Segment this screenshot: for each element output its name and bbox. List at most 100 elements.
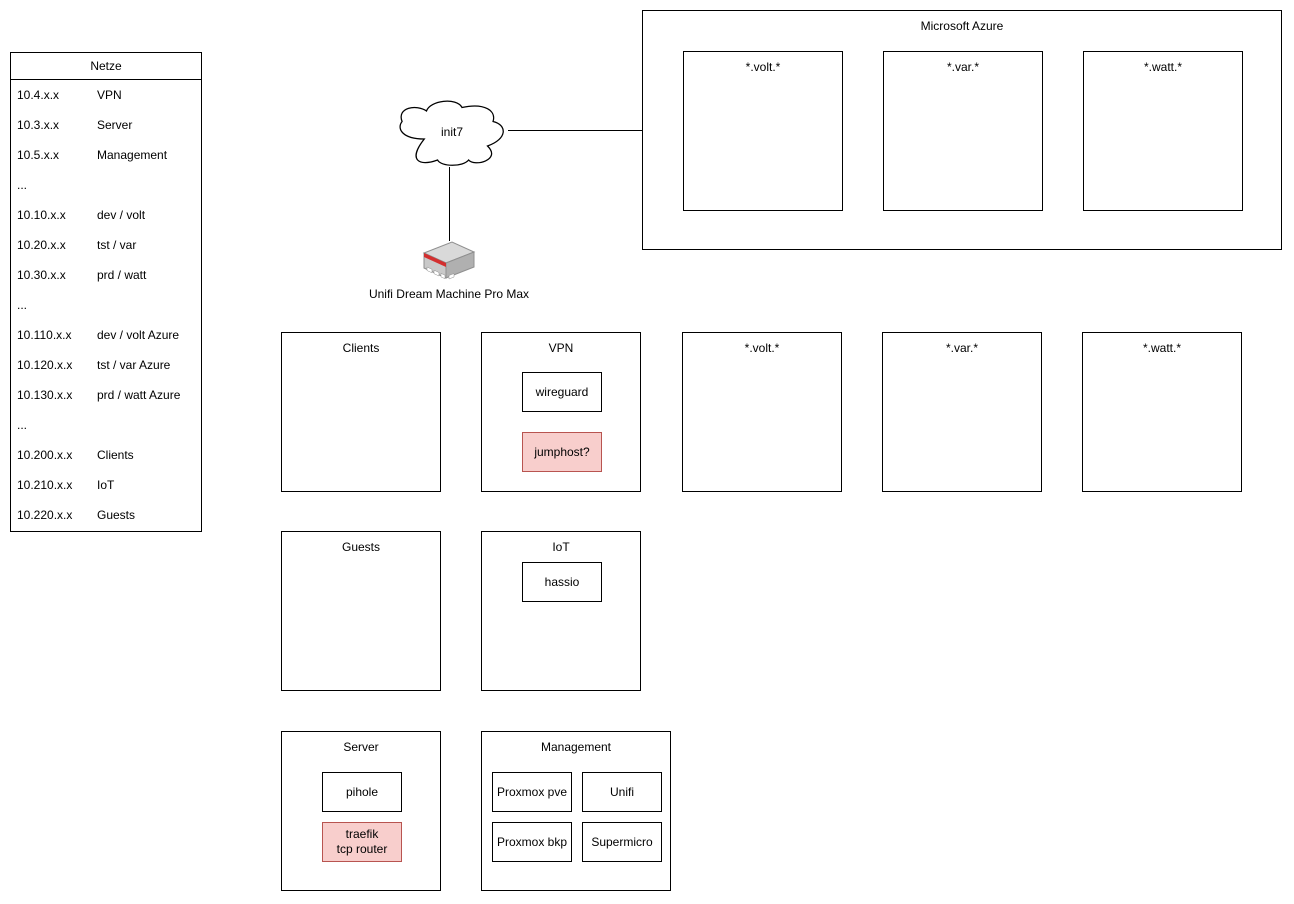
azure-box-var-label: *.var.* <box>946 60 979 74</box>
azure-box-var[interactable]: *.var.* <box>883 51 1043 211</box>
watt-network-label: *.watt.* <box>1142 341 1181 355</box>
netze-table[interactable]: Netze 10.4.x.x VPN 10.3.x.x Server 10.5.x.x M… <box>10 52 202 532</box>
netze-row-ip: 10.4.x.x <box>17 88 60 102</box>
netze-table-row: 10.130.x.x prd / watt Azure <box>11 380 201 410</box>
netze-row-name: Management <box>97 148 168 162</box>
internet-cloud[interactable]: init7 <box>395 96 509 168</box>
netze-table-row: 10.200.x.x Clients <box>11 440 201 470</box>
cloud-label: init7 <box>440 125 463 139</box>
netze-table-row: 10.4.x.x VPN <box>11 80 201 110</box>
netze-table-row: ... <box>11 410 201 440</box>
netze-row-ip: 10.120.x.x <box>17 358 73 372</box>
netze-row-ip: 10.220.x.x <box>17 508 73 522</box>
iot-network-label: IoT <box>552 540 570 554</box>
supermicro-node[interactable]: Supermicro <box>582 822 662 862</box>
vpn-network-box[interactable]: VPN wireguard jumphost? <box>481 332 641 492</box>
netze-table-row: 10.5.x.x Management <box>11 140 201 170</box>
router-label: Unifi Dream Machine Pro Max <box>368 287 530 301</box>
azure-box-watt[interactable]: *.watt.* <box>1083 51 1243 211</box>
watt-network-box[interactable]: *.watt.* <box>1082 332 1242 492</box>
netze-table-rows: 10.4.x.x VPN 10.3.x.x Server 10.5.x.x Managem… <box>11 80 201 530</box>
netze-row-ip: 10.210.x.x <box>17 478 73 492</box>
jumphost-node[interactable]: jumphost? <box>522 432 602 472</box>
var-network-label: *.var.* <box>945 341 978 355</box>
netze-table-row: ... <box>11 290 201 320</box>
netze-row-name: Server <box>97 118 133 132</box>
iot-network-box[interactable]: IoT hassio <box>481 531 641 691</box>
pihole-node-label: pihole <box>345 784 379 799</box>
netze-table-row: 10.120.x.x tst / var Azure <box>11 350 201 380</box>
cloud-icon <box>399 100 504 166</box>
clients-network-label: Clients <box>342 341 380 355</box>
netze-table-row: 10.220.x.x Guests <box>11 500 201 530</box>
pihole-node[interactable]: pihole <box>322 772 402 812</box>
wireguard-node[interactable]: wireguard <box>522 372 602 412</box>
netze-row-ip: 10.130.x.x <box>17 388 73 402</box>
netze-row-name: prd / watt Azure <box>97 388 181 402</box>
netze-table-row: 10.110.x.x dev / volt Azure <box>11 320 201 350</box>
wireguard-node-label: wireguard <box>535 384 589 399</box>
netze-table-row: 10.30.x.x prd / watt <box>11 260 201 290</box>
netze-row-name: dev / volt Azure <box>97 328 180 342</box>
jumphost-node-label: jumphost? <box>534 444 590 459</box>
netze-row-name: VPN <box>97 88 122 102</box>
netze-row-ip: 10.200.x.x <box>17 448 73 462</box>
traefik-node-label: traefik tcp router <box>336 827 388 856</box>
netze-table-row: 10.20.x.x tst / var <box>11 230 201 260</box>
netze-row-name <box>97 410 201 440</box>
unifi-node[interactable]: Unifi <box>582 772 662 812</box>
traefik-node[interactable]: traefik tcp router <box>322 822 402 862</box>
netze-row-ip: 10.10.x.x <box>17 208 66 222</box>
azure-box-volt-label: *.volt.* <box>745 60 781 74</box>
router-icon <box>422 241 476 280</box>
clients-network-box[interactable]: Clients <box>281 332 441 492</box>
azure-group[interactable]: Microsoft Azure *.volt.* *.var.* *.watt.… <box>642 10 1282 250</box>
server-network-label: Server <box>343 740 379 754</box>
netze-row-name: Guests <box>97 508 136 522</box>
netze-table-row: 10.3.x.x Server <box>11 110 201 140</box>
azure-box-watt-label: *.watt.* <box>1143 60 1182 74</box>
netze-table-row: ... <box>11 170 201 200</box>
netze-row-name <box>97 290 201 320</box>
netze-table-row: 10.210.x.x IoT <box>11 470 201 500</box>
netze-table-row: 10.10.x.x dev / volt <box>11 200 201 230</box>
netze-row-ip: 10.110.x.x <box>17 328 72 342</box>
netze-row-ip: ... <box>17 178 28 192</box>
proxmox-bkp-node-label: Proxmox bkp <box>496 834 568 849</box>
netze-row-ip: 10.30.x.x <box>17 268 66 282</box>
guests-network-box[interactable]: Guests <box>281 531 441 691</box>
azure-box-volt[interactable]: *.volt.* <box>683 51 843 211</box>
netze-row-ip: 10.20.x.x <box>17 238 66 252</box>
netze-row-name: dev / volt <box>97 208 146 222</box>
volt-network-box[interactable]: *.volt.* <box>682 332 842 492</box>
vpn-network-label: VPN <box>548 341 574 355</box>
proxmox-pve-node[interactable]: Proxmox pve <box>492 772 572 812</box>
proxmox-bkp-node[interactable]: Proxmox bkp <box>492 822 572 862</box>
azure-group-title: Microsoft Azure <box>920 19 1004 33</box>
netze-table-title: Netze <box>11 53 201 80</box>
netze-row-name: tst / var Azure <box>97 358 171 372</box>
netze-row-name: tst / var <box>97 238 137 252</box>
hassio-node[interactable]: hassio <box>522 562 602 602</box>
cloud-to-azure-link <box>508 130 643 131</box>
server-network-box[interactable]: Server pihole traefik tcp router <box>281 731 441 891</box>
unifi-node-label: Unifi <box>609 784 634 799</box>
volt-network-label: *.volt.* <box>744 341 780 355</box>
router[interactable] <box>418 240 480 282</box>
proxmox-pve-node-label: Proxmox pve <box>496 784 568 799</box>
guests-network-label: Guests <box>341 540 380 554</box>
management-network-label: Management <box>540 740 612 754</box>
var-network-box[interactable]: *.var.* <box>882 332 1042 492</box>
netze-row-name: Clients <box>97 448 134 462</box>
supermicro-node-label: Supermicro <box>591 834 653 849</box>
management-network-box[interactable]: Management Proxmox pve Unifi Proxmox bkp… <box>481 731 671 891</box>
netze-row-ip: 10.5.x.x <box>17 148 60 162</box>
cloud-to-router-link <box>449 167 450 241</box>
netze-row-ip: ... <box>17 418 28 432</box>
netze-row-ip: 10.3.x.x <box>17 118 60 132</box>
netze-row-name <box>97 170 201 200</box>
hassio-node-label: hassio <box>544 574 580 589</box>
netze-row-name: prd / watt <box>97 268 147 282</box>
netze-row-name: IoT <box>97 478 115 492</box>
